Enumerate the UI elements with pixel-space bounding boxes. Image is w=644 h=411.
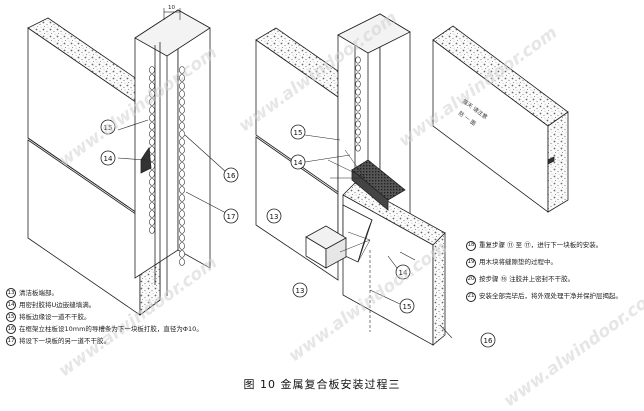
- right-panel-clip: [547, 156, 555, 165]
- marker-14-left: 14: [100, 150, 116, 166]
- svg-text:14: 14: [399, 269, 408, 277]
- figure-caption: 图 10 金属复合板安装过程三: [243, 378, 401, 391]
- svg-text:16: 16: [227, 172, 236, 180]
- right-panel: 露天 请注意 防 一 面: [432, 25, 569, 213]
- marker-17-left: 17: [223, 208, 239, 224]
- middle-markers: 15 14 13 14 15 13: [266, 124, 415, 314]
- svg-text:14: 14: [294, 159, 303, 167]
- marker-14-mid-b: 14: [395, 264, 411, 280]
- marker-14-mid: 14: [290, 154, 306, 170]
- wood-block-side: [325, 237, 347, 269]
- svg-text:15: 15: [104, 124, 113, 132]
- marker-16-left: 16: [223, 167, 239, 183]
- svg-text:15: 15: [403, 303, 412, 311]
- svg-text:16: 16: [484, 337, 493, 345]
- svg-text:15: 15: [294, 129, 303, 137]
- svg-text:13: 13: [270, 213, 279, 221]
- mullion-top: [134, 9, 211, 57]
- svg-text:13: 13: [296, 287, 305, 295]
- marker-15-left: 15: [100, 119, 116, 135]
- new-panel-side: [432, 232, 446, 346]
- svg-text:17: 17: [227, 213, 236, 221]
- marker-15-mid: 15: [290, 124, 306, 140]
- marker-13-mid: 13: [266, 208, 282, 224]
- middle-assembly: [255, 13, 453, 346]
- svg-text:14: 14: [104, 155, 113, 163]
- dimension-label: 10: [168, 5, 175, 11]
- marker-16-right: 16: [480, 332, 496, 348]
- left-assembly: 10: [27, 5, 227, 316]
- mid-mullion-top: [337, 13, 411, 54]
- panel-joint: [27, 137, 141, 216]
- marker-13-mid-b: 13: [292, 282, 308, 298]
- left-markers: 15 14 16 17: [100, 119, 239, 224]
- marker-15-mid-b: 15: [399, 298, 415, 314]
- backer-rod-mid: [355, 56, 361, 152]
- right-panel-side: [547, 111, 569, 213]
- sealant-bead: [140, 146, 152, 174]
- adhesive-tape-strip-2: [351, 169, 389, 211]
- backer-rod-left: [149, 66, 185, 266]
